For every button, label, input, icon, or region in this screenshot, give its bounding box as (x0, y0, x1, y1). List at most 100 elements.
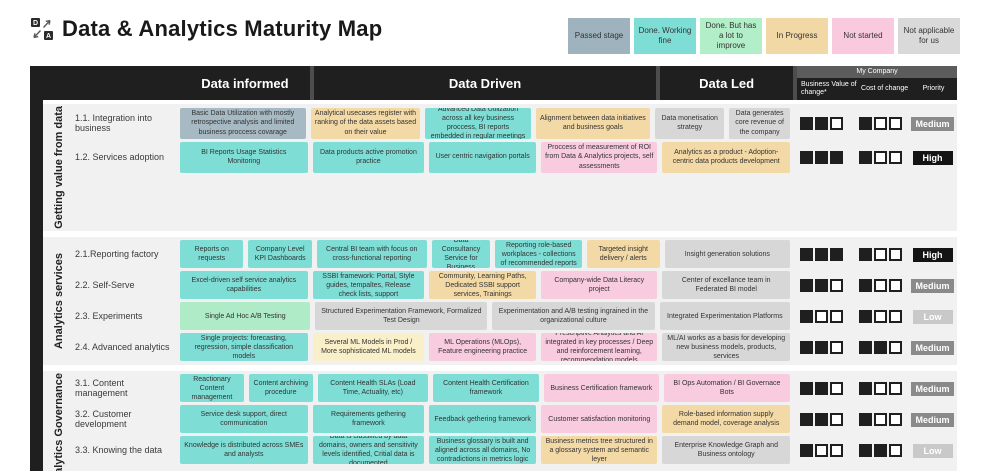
maturity-cell[interactable]: Content Health Certification framework (433, 374, 539, 403)
cost-squares (852, 412, 908, 426)
legend-chip-done-but-has-a-lot-to-improve: Done. But has a lot to improve (700, 18, 762, 54)
business-value-squares (790, 278, 852, 292)
maturity-cell[interactable]: Excel-driven self service analytics capa… (180, 271, 308, 300)
rating-square (858, 443, 872, 457)
maturity-cell[interactable]: Partnership: Data Consultancy Service fo… (431, 240, 491, 269)
maturity-cell[interactable]: Business Certification framework (543, 374, 659, 403)
maturity-cell[interactable]: Advanced Data Utilization across all key… (425, 107, 531, 139)
rating-square (814, 247, 828, 261)
maturity-cell[interactable]: ML/AI works as a basis for developing ne… (662, 333, 791, 362)
maturity-cell[interactable]: Requirements gethering framework (312, 405, 425, 434)
column-header-cost: Cost of change (861, 84, 909, 92)
svg-text:A: A (46, 33, 51, 40)
rating-square (888, 412, 902, 426)
maturity-cell[interactable]: Data monetisation strategy (655, 107, 725, 139)
maturity-cell[interactable]: Analytical usecases register with rankin… (310, 107, 421, 139)
maturity-cell[interactable]: Center of excellance team in Federated B… (662, 271, 791, 300)
rating-square (814, 278, 828, 292)
maturity-cell[interactable]: Single Ad Hoc A/B Testing (180, 302, 311, 331)
maturity-cell[interactable]: Single projects: forecasting, regression… (180, 333, 308, 362)
maturity-cell[interactable]: Reports on requests (180, 240, 244, 269)
maturity-cell[interactable]: Feedback gethering framework (429, 405, 537, 434)
maturity-cell[interactable]: Basic Data Utilization with mostly retro… (180, 107, 306, 139)
priority-cell: Medium (908, 338, 957, 356)
maturity-cell[interactable]: Data generates core revenue of the compa… (729, 107, 790, 139)
maturity-cell[interactable]: Customer satisfaction monitoring (541, 405, 658, 434)
maturity-cell[interactable]: Reporting role-based workplaces - collec… (495, 240, 582, 269)
maturity-cell[interactable]: Analytics as a product - Adoption-centri… (662, 141, 791, 173)
table-row: 1.2. Services adoption BI Reports Usage S… (75, 140, 957, 174)
business-value-squares (790, 381, 852, 395)
rating-square (858, 340, 872, 354)
maturity-cell[interactable]: ML Operations (MLOps), Feature engineeri… (429, 333, 537, 362)
maturity-cell[interactable]: Insight generation solutions (664, 240, 790, 269)
maturity-cell[interactable]: Experimentation and A/B testing ingraine… (492, 302, 655, 331)
rating-square (858, 247, 872, 261)
maturity-cell[interactable]: Community, Learning Paths, Dedicated SSB… (429, 271, 537, 300)
maturity-cell[interactable]: User centric navigation portals (429, 141, 537, 173)
priority-badge: High (912, 151, 953, 165)
maturity-cell[interactable]: Service desk support, direct communicati… (180, 405, 308, 434)
rating-square (829, 116, 843, 130)
maturity-cell[interactable]: Data is classified by data domains, owne… (312, 436, 425, 465)
maturity-cell[interactable]: Content Health SLAs (Load Time, Actualit… (317, 374, 429, 403)
maturity-cell[interactable]: Central BI team with focus on cross-func… (316, 240, 427, 269)
rating-square (829, 278, 843, 292)
maturity-cell[interactable]: Alignment between data initiatives and b… (535, 107, 651, 139)
column-header-priority: Priority (922, 84, 945, 92)
my-company-cells: Medium (790, 106, 957, 140)
rating-square (873, 412, 887, 426)
cost-squares (852, 309, 908, 323)
priority-badge: High (912, 248, 953, 263)
row-label: 2.4. Advanced analytics (75, 342, 170, 353)
row-label: 1.1. Integration into business (75, 113, 153, 133)
my-company-cells: Low (790, 301, 957, 332)
rating-square (888, 309, 902, 323)
table-row: 2.4. Advanced analytics Single projects: … (75, 332, 957, 363)
cost-squares (852, 278, 908, 292)
maturity-cell[interactable]: BI Ops Automation / BI Governace Bots (663, 374, 791, 403)
maturity-cell[interactable]: Role-based information supply demand mod… (662, 405, 791, 434)
priority-badge: Medium (911, 382, 954, 397)
my-company-cells: Medium (790, 332, 957, 363)
maturity-cell[interactable]: Business metrics tree structured in a gl… (541, 436, 658, 465)
column-header-business-value: Business Value of change* (801, 80, 857, 96)
maturity-cell[interactable]: Data products active promotion practice (312, 141, 425, 173)
maturity-cell[interactable]: Integrated Experimentation Platforms (659, 302, 791, 331)
my-company-header: My Company Business Value of change* Cos… (797, 66, 958, 100)
my-company-cells: Medium (790, 270, 957, 301)
maturity-cell[interactable]: SSBI framework: Portal, Style guides, te… (312, 271, 425, 300)
rating-square (814, 116, 828, 130)
rating-square (873, 340, 887, 354)
maturity-cell[interactable]: Business glossary is built and aligned a… (429, 436, 537, 465)
maturity-cell[interactable]: BI Reports Usage Statistics Monitoring (180, 141, 308, 173)
maturity-cell[interactable]: Company Level KPI Dashboards (248, 240, 312, 269)
maturity-cell[interactable]: Several ML Models in Prod / More sophist… (312, 333, 425, 362)
legend-chip-not-started: Not started (832, 18, 894, 54)
business-value-squares (790, 443, 852, 457)
maturity-cell[interactable]: Targeted insight delivery / alerts (586, 240, 660, 269)
maturity-cell[interactable]: Prescriptive Analytics and AI integrated… (541, 333, 658, 362)
my-company-cells: Medium (790, 404, 957, 435)
cost-squares (852, 340, 908, 354)
maturity-cell[interactable]: Enterprise Knowledge Graph and Business … (662, 436, 791, 465)
rating-square (888, 247, 902, 261)
cost-squares (852, 247, 908, 261)
priority-badge: Medium (911, 117, 954, 131)
business-value-squares (790, 247, 852, 261)
row-label: 1.2. Services adoption (75, 152, 165, 162)
maturity-cell[interactable]: Company-wide Data Literacy project (541, 271, 658, 300)
maturity-cell[interactable]: Proccess of measurement of ROI from Data… (541, 141, 658, 173)
rating-square (799, 247, 813, 261)
priority-badge: Medium (911, 341, 954, 356)
maturity-cell[interactable]: Knowledge is distributed across SMEs and… (180, 436, 308, 465)
business-value-squares (790, 150, 852, 164)
row-cells: Knowledge is distributed across SMEs and… (180, 435, 791, 466)
priority-cell: Medium (908, 114, 957, 132)
maturity-cell[interactable]: Structured Experimentation Framework, Fo… (315, 302, 488, 331)
maturity-cell[interactable]: Reactionary Content management (180, 374, 244, 403)
maturity-cell[interactable]: Content archiving procedure (248, 374, 313, 403)
